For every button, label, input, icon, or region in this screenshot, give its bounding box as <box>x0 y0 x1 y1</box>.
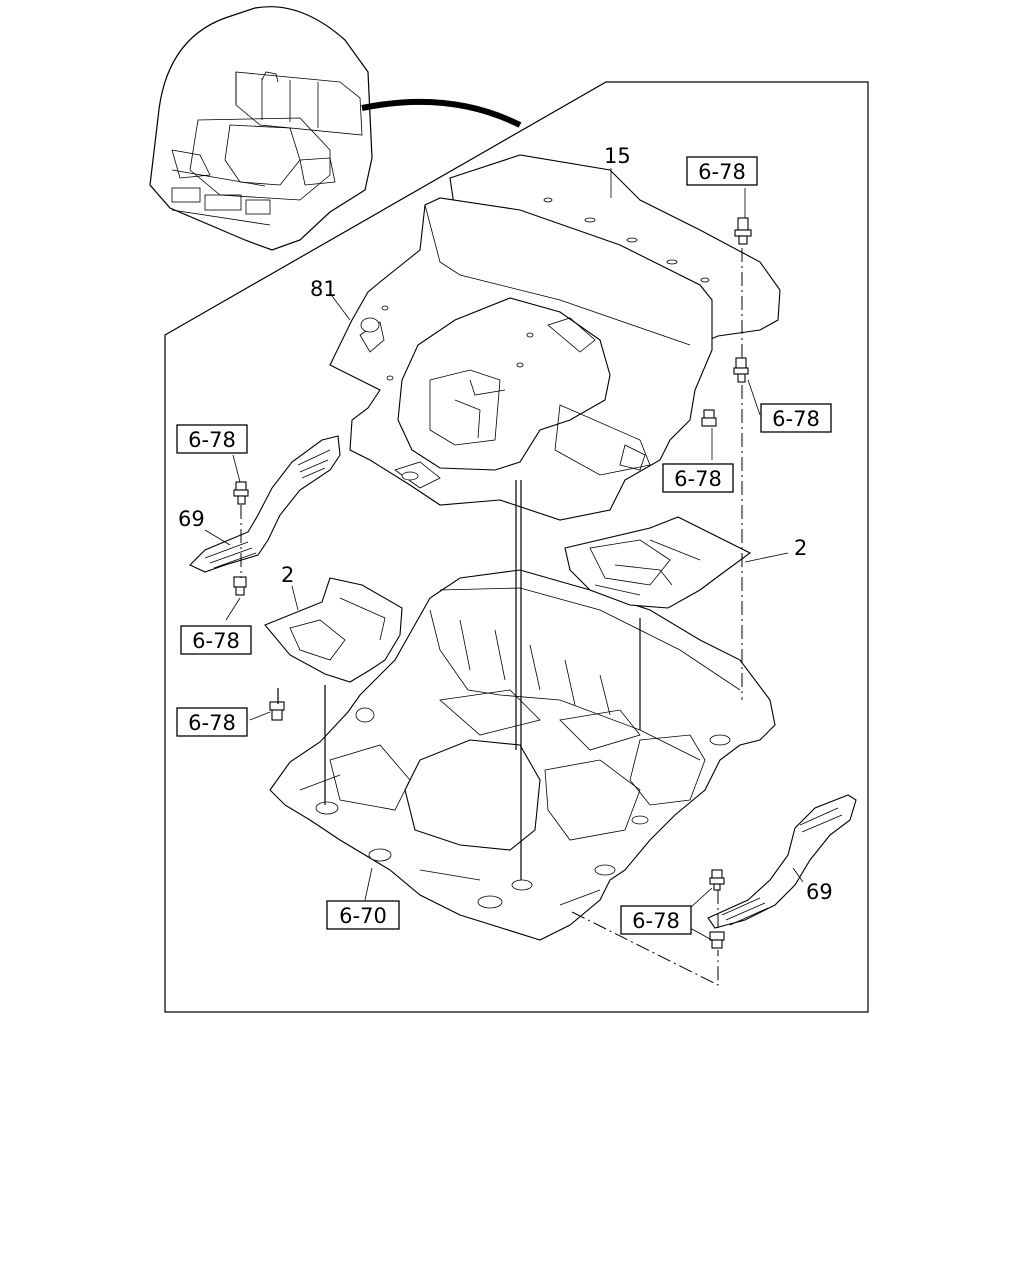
step-garnish-left <box>189 435 341 573</box>
fastener-center <box>701 409 717 427</box>
label-part-69-right: 69 <box>806 880 833 904</box>
fasteners <box>233 217 752 949</box>
ref-box-top: 6-78 <box>698 160 746 184</box>
label-part-15: 15 <box>604 144 631 168</box>
reference-boxes: 6-78 6-78 6-78 6-78 6-78 6-78 6-78 6-70 <box>176 156 832 935</box>
fastener-left-bottom <box>269 701 285 721</box>
fastener-left-mid <box>233 576 247 596</box>
ref-box-left-bottom: 6-78 <box>188 711 236 735</box>
ref-box-left-mid: 6-78 <box>192 629 240 653</box>
step-garnish-right <box>707 794 857 929</box>
ref-box-left-top: 6-78 <box>188 428 236 452</box>
label-part-81: 81 <box>310 277 337 301</box>
fastener-right-mid <box>733 357 749 383</box>
alignment-lines <box>240 248 743 986</box>
ref-box-bottom-right: 6-78 <box>632 909 680 933</box>
ref-box-floor: 6-70 <box>339 904 387 928</box>
label-part-69-left: 69 <box>178 507 205 531</box>
ref-box-center: 6-78 <box>674 467 722 491</box>
cab-rear-panel <box>329 197 713 521</box>
fastener-left-top <box>233 481 249 505</box>
leader-lines <box>204 168 804 941</box>
insulator-right <box>564 516 752 609</box>
floor-panel <box>269 569 776 941</box>
label-part-2-left: 2 <box>281 563 294 587</box>
fastener-bottom-right-b <box>709 931 725 949</box>
guide-lines <box>277 480 641 880</box>
fastener-top <box>734 217 752 245</box>
callout-labels: 15 81 69 69 2 2 <box>178 144 833 904</box>
fastener-bottom-right-a <box>709 869 725 891</box>
ref-box-right-mid: 6-78 <box>772 407 820 431</box>
insulator-left <box>264 577 403 683</box>
vehicle-overview-inset <box>149 6 522 251</box>
detail-frame <box>164 81 869 1013</box>
label-part-2-right: 2 <box>794 536 807 560</box>
